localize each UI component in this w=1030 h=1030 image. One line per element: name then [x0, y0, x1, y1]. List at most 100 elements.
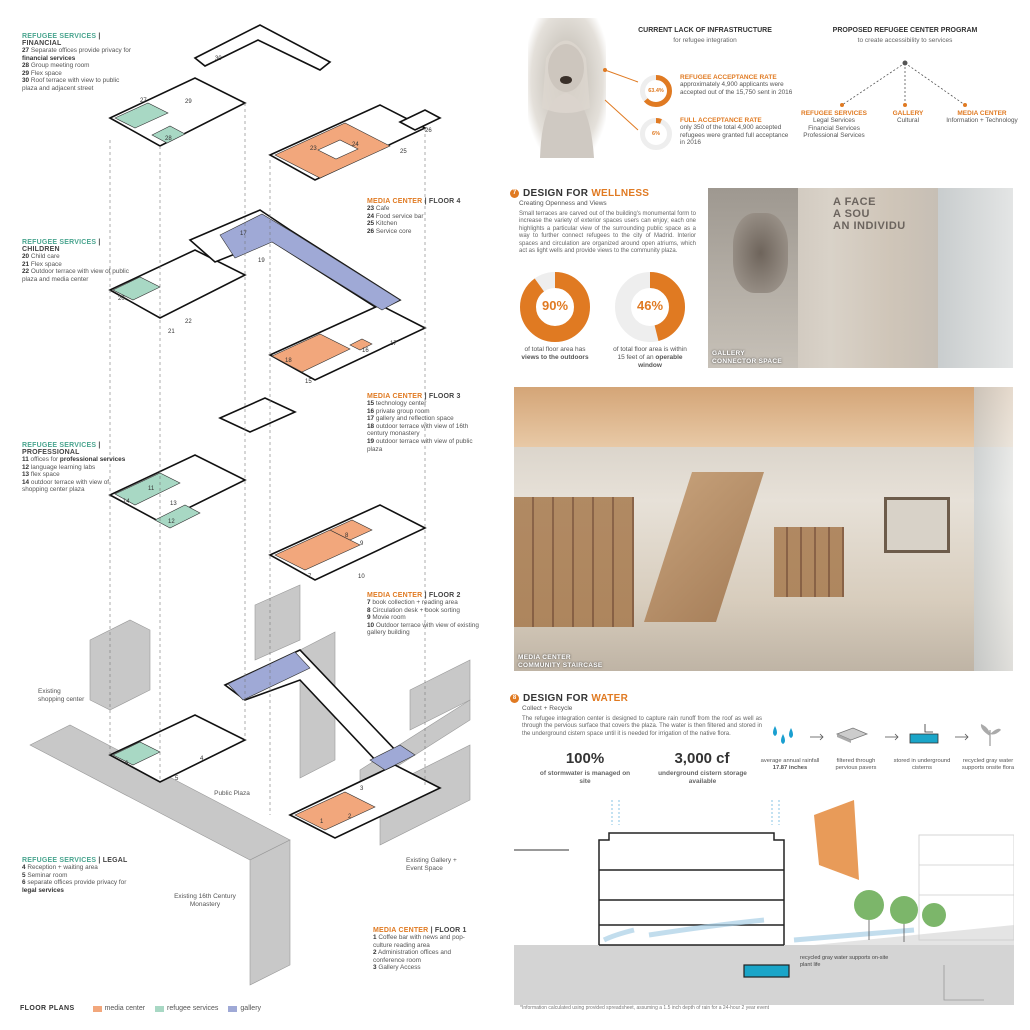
- list-floor1: MEDIA CENTER | FLOOR 1 1 Coffee bar with…: [373, 927, 483, 972]
- full-acceptance-donut: [640, 118, 672, 150]
- list-item: 12 language learning labs: [22, 463, 96, 471]
- svg-text:14: 14: [123, 499, 130, 505]
- water-title: 8 DESIGN FOR WATER: [510, 693, 628, 704]
- list-item: 22 Outdoor terrace with view of public p…: [22, 268, 129, 283]
- section-cistern: [743, 964, 790, 978]
- water-step: filtered through pervious pavers: [835, 758, 877, 771]
- list-item: 27 Separate offices provide privacy for …: [22, 47, 131, 62]
- program-header: PROPOSED REFUGEE CENTER PROGRAM to creat…: [820, 27, 990, 44]
- water-subtitle: Collect + Recycle: [522, 705, 573, 712]
- plant-icon: [980, 724, 1001, 746]
- svg-text:29: 29: [185, 99, 192, 105]
- svg-text:10: 10: [358, 574, 365, 580]
- infra-title: CURRENT LACK OF INFRASTRUCTURE: [638, 27, 772, 34]
- svg-text:7: 7: [308, 574, 312, 580]
- infra-header: CURRENT LACK OF INFRASTRUCTURE for refug…: [620, 27, 790, 44]
- wellness-subtitle: Creating Openness and Views: [519, 200, 607, 207]
- render-staircase: [644, 472, 764, 622]
- list-item: 28 Group meeting room: [22, 62, 90, 70]
- list-legal: REFUGEE SERVICES | LEGAL 4 Reception + w…: [22, 857, 132, 894]
- svg-text:17: 17: [240, 231, 247, 237]
- infra-subtitle: for refugee integration: [673, 37, 737, 44]
- list-item: 13 flex space: [22, 471, 60, 479]
- section-existing-facade: [918, 834, 1014, 941]
- floor1-gallery-zone: [227, 651, 311, 701]
- paver-icon: [835, 727, 869, 743]
- legend-item: gallery: [228, 1005, 261, 1012]
- svg-text:18: 18: [285, 358, 292, 364]
- render-bookshelf-center: [774, 527, 844, 597]
- legend-title: FLOOR PLANS: [20, 1005, 75, 1012]
- section-trees: [854, 890, 946, 927]
- svg-text:5: 5: [175, 776, 179, 782]
- svg-text:15: 15: [305, 379, 312, 385]
- cistern-icon: [909, 724, 939, 744]
- render-portrait-frame: [884, 497, 950, 553]
- acceptance-rate-stat: REFUGEE ACCEPTANCE RATE approximately 4,…: [680, 74, 793, 96]
- floor5-bridge: [193, 24, 332, 71]
- water-footnote: *Information calculated using provided s…: [520, 1005, 770, 1011]
- svg-text:4: 4: [200, 756, 204, 762]
- label-public-plaza: Public Plaza: [214, 790, 250, 797]
- render-wood-ceiling: [514, 387, 1013, 447]
- list-item: 9 Movie room: [367, 614, 406, 622]
- gallery-portrait: [733, 213, 788, 293]
- floor3-media-zone: [271, 333, 351, 373]
- render-bookshelf-left: [514, 497, 634, 627]
- acceptance-rate-donut: [640, 75, 672, 107]
- list-item: 14 outdoor terrace with view of shopping…: [22, 478, 110, 494]
- list-item: 15 technology center: [367, 400, 427, 407]
- list-financial: REFUGEE SERVICES | FINANCIAL 27 Separate…: [22, 33, 131, 92]
- cistern-stat-text: underground cistern storage available: [658, 770, 747, 785]
- cistern-stat-value: 3,000 cf: [674, 750, 730, 767]
- gallery-glass-wall: [938, 188, 1013, 368]
- infra-connector: [603, 68, 639, 131]
- media-center-caption: MEDIA CENTER COMMUNITY STAIRCASE: [518, 654, 603, 669]
- legend-swatch: [228, 1005, 238, 1012]
- svg-text:21: 21: [168, 329, 175, 335]
- stormwater-stat-value: 100%: [565, 750, 605, 767]
- label-existing-shopping: Existing shopping center: [38, 688, 85, 703]
- wellness-paragraph: Small terraces are carved out of the bui…: [519, 211, 696, 255]
- professional-refugee-zone: [114, 472, 181, 506]
- list-item: 30 Roof terrace with view to public plaz…: [22, 77, 120, 92]
- legend-item: refugee services: [155, 1005, 218, 1012]
- svg-text:22: 22: [185, 319, 192, 325]
- section-sun-view-cone: [814, 800, 859, 880]
- views-outdoors-text: of total floor area has views to the out…: [521, 346, 589, 361]
- svg-text:30: 30: [215, 56, 222, 62]
- operable-window-text: of total floor area is within 15 feet of…: [613, 346, 687, 369]
- list-professional: REFUGEE SERVICES | PROFESSIONAL 11 offic…: [22, 442, 132, 494]
- svg-text:12: 12: [168, 519, 175, 525]
- gallery-caption: GALLERY CONNECTOR SPACE: [712, 350, 782, 365]
- operable-window-pct: 46%: [636, 298, 664, 313]
- svg-text:1: 1: [320, 819, 324, 825]
- svg-text:20: 20: [118, 296, 125, 302]
- list-item: 7 book collection + reading area: [367, 599, 458, 606]
- building-water-section: [514, 800, 1014, 1005]
- program-tree-lines: [840, 60, 967, 107]
- program-title: PROPOSED REFUGEE CENTER PROGRAM: [832, 27, 978, 34]
- svg-text:3: 3: [360, 786, 364, 792]
- label-existing-gallery: Existing Gallery + Event Space: [406, 857, 457, 872]
- rain-drops-icon: [773, 726, 793, 744]
- media-center-staircase-render: MEDIA CENTER COMMUNITY STAIRCASE: [514, 387, 1013, 671]
- label-existing-monastery: Existing 16th Century Monastery: [174, 893, 236, 908]
- portrait-figure: [540, 40, 594, 158]
- list-item: 10 Outdoor terrace with view of existing…: [367, 621, 479, 637]
- svg-text:6: 6: [125, 761, 129, 767]
- svg-text:19: 19: [258, 258, 265, 264]
- donut-value-arc: [615, 272, 685, 342]
- list-floor3: MEDIA CENTER | FLOOR 3 15 technology cen…: [367, 393, 487, 453]
- list-floor2: MEDIA CENTER | FLOOR 2 7 book collection…: [367, 592, 487, 637]
- gallery-connector-render: A FACE A SOU AN INDIVIDU GALLERY CONNECT…: [708, 188, 1013, 368]
- section-label: recycled gray water supports on-site pla…: [800, 955, 889, 968]
- svg-text:16: 16: [362, 348, 369, 354]
- svg-text:13: 13: [170, 501, 177, 507]
- svg-text:11: 11: [148, 486, 155, 492]
